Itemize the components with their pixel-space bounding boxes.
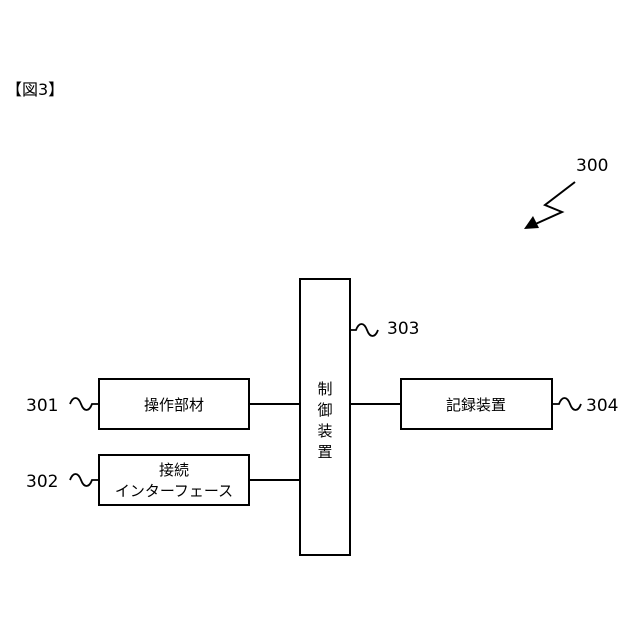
control-device-label-char-1: 制 — [317, 380, 332, 398]
control-device-label-char-2: 御 — [317, 401, 332, 419]
leader-squiggle-303 — [351, 324, 378, 336]
ref-number-301: 301 — [26, 396, 58, 416]
recording-device-label: 記録装置 — [446, 396, 506, 414]
control-device-label-char-3: 装 — [317, 422, 332, 440]
leader-squiggle-301 — [70, 398, 98, 410]
figure-label: 【図3】 — [6, 80, 64, 99]
control-device-label-char-4: 置 — [317, 443, 332, 461]
ref-number-302: 302 — [26, 472, 58, 492]
operation-member-label: 操作部材 — [144, 396, 204, 414]
system-ref-number: 300 — [576, 156, 608, 176]
leader-squiggle-302 — [70, 474, 98, 486]
ref-number-303: 303 — [387, 319, 419, 339]
leader-squiggle-304 — [553, 398, 581, 410]
connection-interface-label-line2: インターフェース — [115, 482, 233, 500]
connection-interface-label-line1: 接続 — [159, 461, 189, 479]
ref-number-304: 304 — [586, 396, 618, 416]
system-ref-arrow-line — [531, 182, 575, 226]
